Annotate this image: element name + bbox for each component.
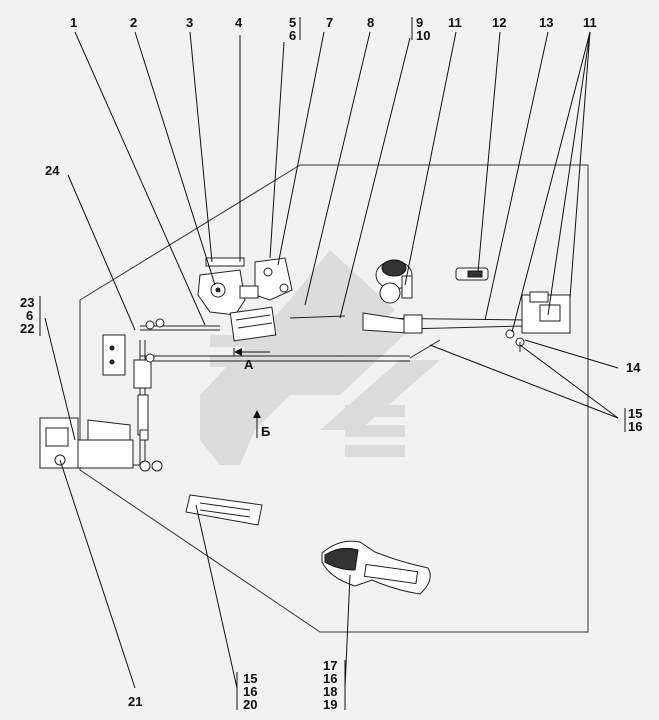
callout-labels: 1 2 3 4 5 6 7 8 9 10 11 12 13 11 24 23 6… (20, 15, 642, 712)
latch (455, 267, 489, 281)
callout-7: 7 (326, 15, 333, 30)
callout-2: 2 (130, 15, 137, 30)
callout-22: 22 (20, 321, 34, 336)
cab-floor-outline (79, 164, 589, 633)
callout-17: 17 (323, 658, 337, 673)
callout-16-right: 16 (628, 419, 642, 434)
callout-13: 13 (539, 15, 553, 30)
watermark-logo (200, 250, 440, 465)
angled-bar (362, 312, 423, 334)
floor-plate (185, 494, 263, 526)
view-arrow-a: A (233, 348, 270, 372)
callout-15-right: 15 (628, 406, 642, 421)
callout-14: 14 (626, 360, 641, 375)
callout-19: 19 (323, 697, 337, 712)
callout-16-bottom: 16 (243, 684, 257, 699)
callout-1: 1 (70, 15, 77, 30)
view-label-b: Б (261, 424, 270, 439)
pedal-assembly (197, 257, 293, 342)
foot-pedal (321, 540, 431, 595)
callout-15-bottom: 15 (243, 671, 257, 686)
callout-8: 8 (367, 15, 374, 30)
callout-18: 18 (323, 684, 337, 699)
view-label-a: A (244, 357, 254, 372)
callout-6: 6 (289, 28, 296, 43)
callout-3: 3 (186, 15, 193, 30)
view-arrow-b: Б (253, 410, 270, 439)
callout-11-right: 11 (583, 15, 597, 30)
callout-5: 5 (289, 15, 296, 30)
callout-21: 21 (128, 694, 142, 709)
lower-left-lever (39, 417, 163, 472)
leader-lines (44, 31, 619, 689)
callout-16-lower: 16 (323, 671, 337, 686)
callout-23: 23 (20, 295, 34, 310)
callout-24: 24 (45, 163, 60, 178)
right-mechanism (505, 291, 571, 352)
callout-6-left: 6 (26, 308, 33, 323)
callout-9: 9 (416, 15, 423, 30)
callout-12: 12 (492, 15, 506, 30)
left-bracket (102, 318, 165, 436)
control-lever (375, 259, 413, 304)
callout-10: 10 (416, 28, 430, 43)
callout-4: 4 (235, 15, 243, 30)
callout-11-top: 11 (448, 15, 462, 30)
callout-20: 20 (243, 697, 257, 712)
